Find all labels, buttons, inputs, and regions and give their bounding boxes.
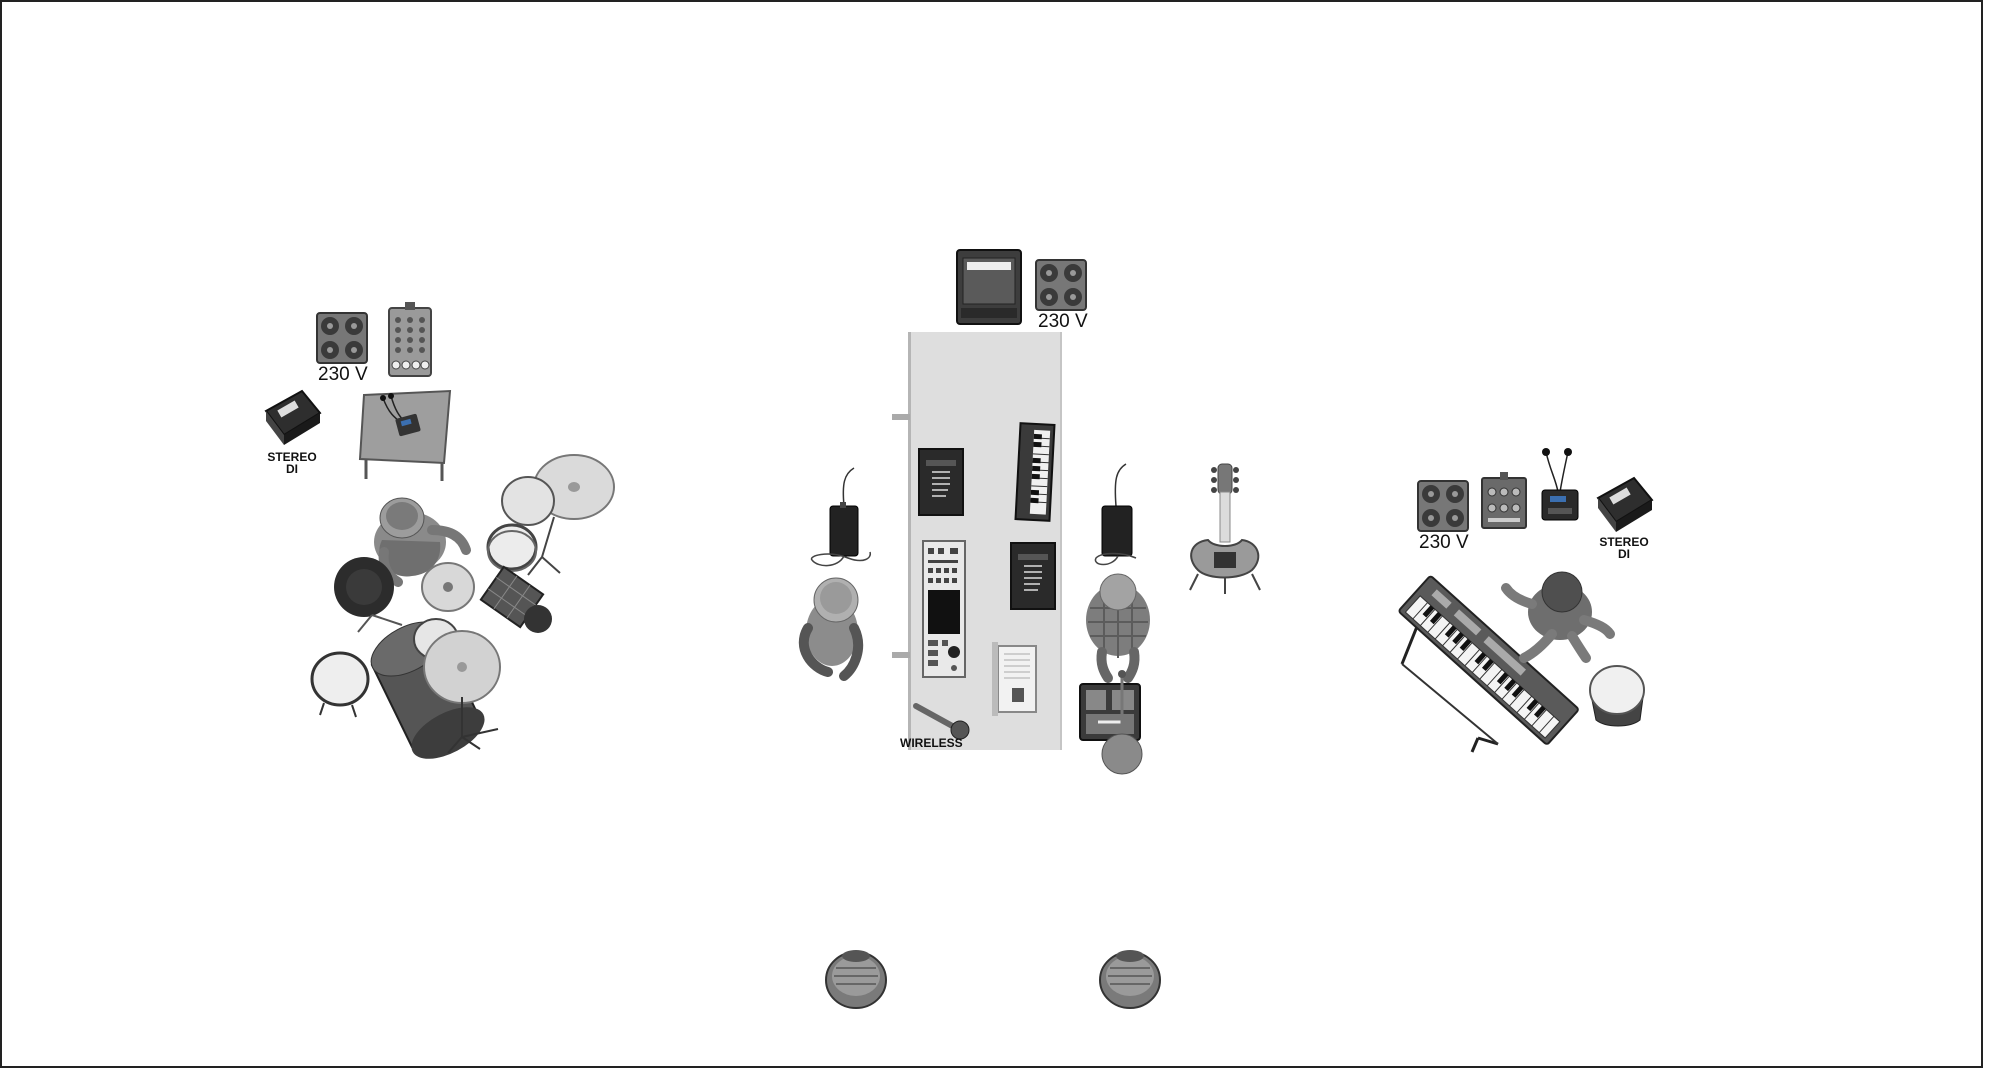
bodypack-transmitter-icon bbox=[808, 464, 878, 572]
power-outlet-icon bbox=[1035, 259, 1087, 311]
rack-icon bbox=[918, 448, 964, 516]
in-ear-monitor-icon bbox=[377, 394, 425, 440]
singer-icon bbox=[788, 568, 874, 680]
bodypack-transmitter-icon bbox=[1092, 460, 1162, 572]
stage-box-icon bbox=[387, 302, 433, 378]
riser-handle bbox=[892, 652, 910, 658]
stereo-di-box-icon bbox=[1594, 474, 1656, 534]
drum-kit-icon bbox=[302, 447, 622, 762]
rack-icon bbox=[922, 540, 966, 678]
power-outlet-icon bbox=[316, 312, 368, 364]
keyboard-icon bbox=[1016, 422, 1054, 522]
floor-monitor-icon bbox=[820, 944, 892, 1012]
floor-monitor-icon bbox=[1094, 944, 1166, 1012]
center-power-label: 230 V bbox=[1038, 311, 1088, 333]
stage-box-icon bbox=[1480, 472, 1528, 532]
drums-power-label: 230 V bbox=[318, 364, 368, 386]
wireless-label: WIRELESS bbox=[900, 736, 963, 750]
electric-guitar-icon bbox=[1184, 462, 1266, 598]
power-outlet-icon bbox=[1417, 480, 1469, 532]
keys-power-label: 230 V bbox=[1419, 532, 1469, 554]
keyboardist-icon bbox=[1502, 562, 1614, 662]
stereo-di-box-icon bbox=[262, 387, 324, 447]
guitar-amp-icon bbox=[955, 248, 1023, 326]
rack-icon bbox=[1010, 542, 1056, 610]
in-ear-monitor-icon bbox=[1538, 446, 1582, 534]
guitarist-icon bbox=[1076, 568, 1162, 680]
percussion-drum-icon bbox=[1586, 662, 1648, 728]
laptop-icon bbox=[990, 640, 1038, 718]
mic-stand-icon bbox=[1098, 670, 1146, 776]
riser-handle bbox=[892, 414, 910, 420]
